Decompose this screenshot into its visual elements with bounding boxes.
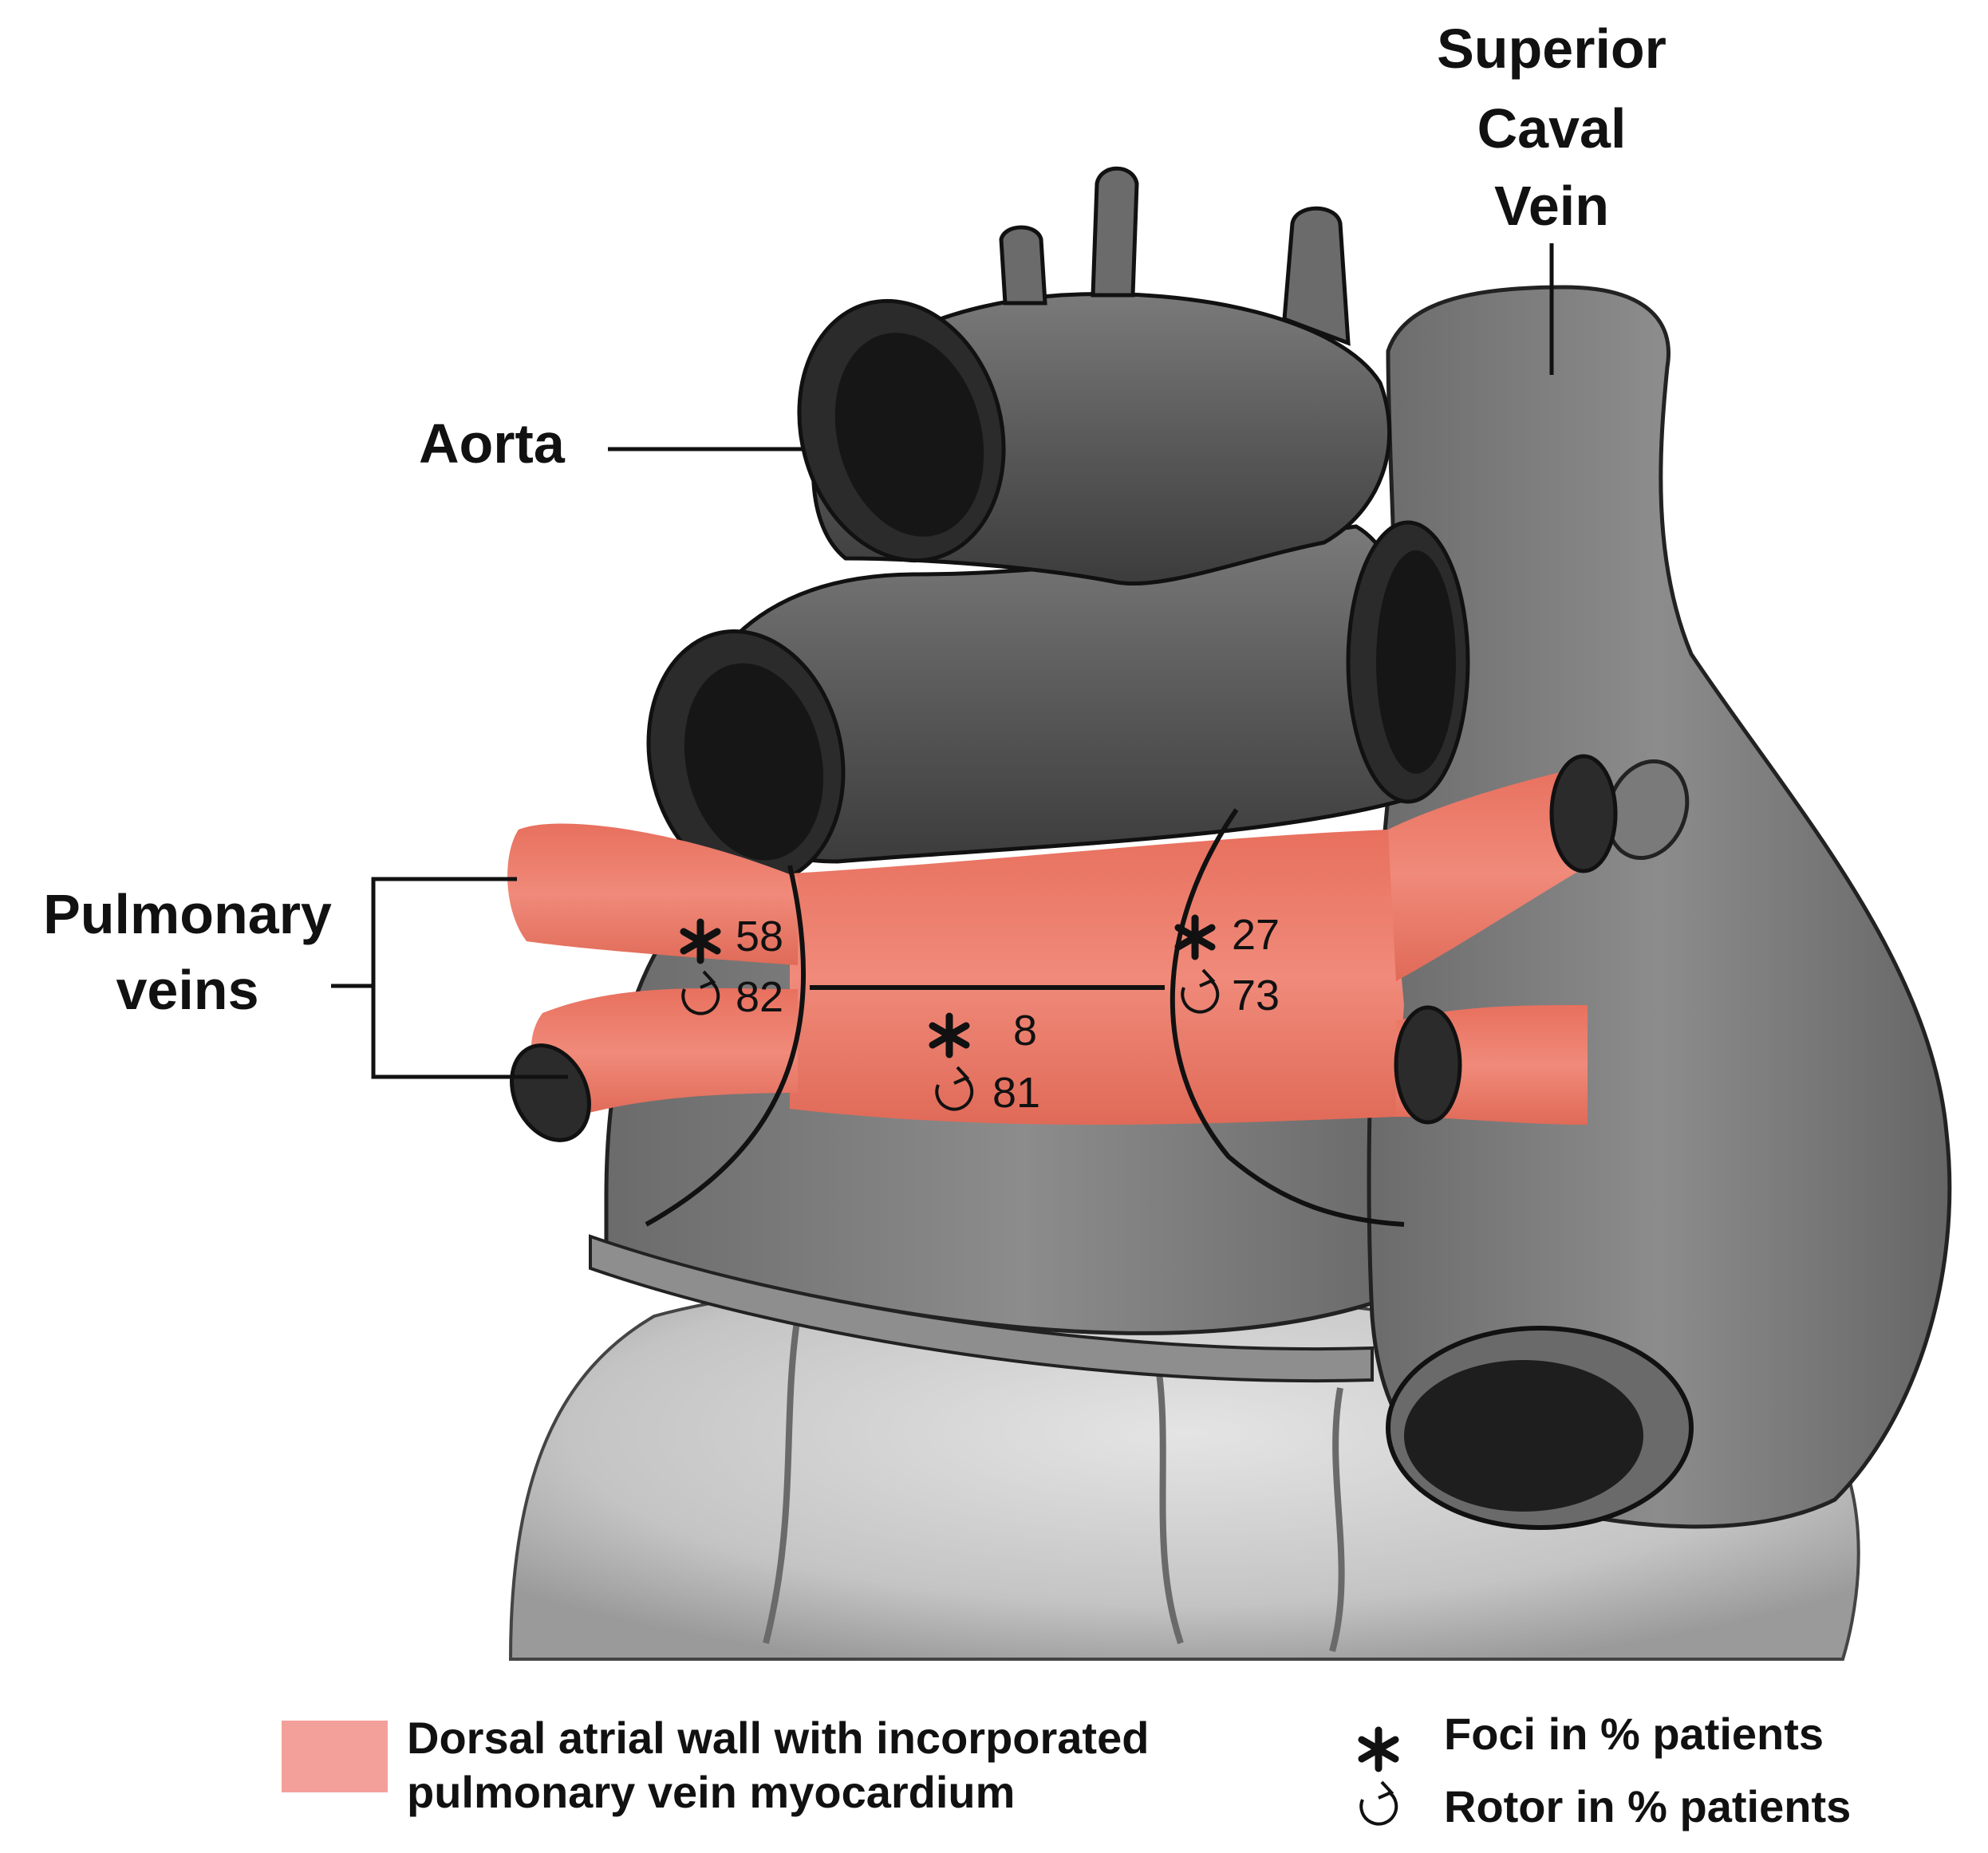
right-boundary-arc (1170, 808, 1405, 1227)
right-upper-foci-value: 27 (1232, 911, 1280, 959)
legend-dorsal-wall-line-1: Dorsal atrial wall with incorporated (407, 1713, 1149, 1763)
rotor-arrow-icon (1359, 1780, 1398, 1826)
pulmonary-vein-left-lower (531, 988, 798, 1117)
asterisk-icon (1174, 914, 1216, 960)
coronary-vessel (1154, 1355, 1184, 1645)
rotor-arrow-icon (681, 970, 720, 1015)
aorta-lumen (834, 333, 984, 537)
pulmonary-veins-bracket (331, 877, 568, 1079)
pulmonary-vein-right-upper (1388, 766, 1596, 981)
left-boundary-arc (645, 865, 806, 1227)
dorsal-atrial-wall-region (790, 830, 1404, 1125)
lower-middle-region-values: 8 81 (929, 1007, 1040, 1117)
inferior-caval-vein-lumen (1404, 1360, 1643, 1512)
asterisk-icon (1358, 1726, 1399, 1772)
coronary-vessel (1329, 1387, 1345, 1653)
svg-text:veins: veins (116, 959, 259, 1021)
pulmonary-vein-right-lower-opening (1394, 1005, 1462, 1125)
left-upper-rotor-value: 82 (736, 973, 783, 1021)
left-upper-region-values: 58 82 (680, 913, 783, 1021)
svg-text:Vein: Vein (1494, 175, 1609, 237)
asterisk-icon (929, 1012, 970, 1059)
pulmonary-veins-label: Pulmonary veins (43, 883, 332, 1021)
svg-text:Caval: Caval (1477, 97, 1627, 160)
coronary-vessel (763, 1315, 801, 1644)
svg-text:Pulmonary: Pulmonary (43, 883, 332, 945)
legend-rotor-label: Rotor in % patients (1444, 1781, 1851, 1831)
asterisk-icon (680, 918, 721, 964)
aorta-branch (999, 225, 1047, 306)
legend-dorsal-wall-swatch (282, 1721, 388, 1792)
pulmonary-artery-right-lumen (1376, 550, 1456, 774)
lower-middle-foci-value: 8 (1013, 1007, 1037, 1055)
legend-dorsal-wall-line-2: pulmonary vein myocardium (407, 1767, 1015, 1817)
pulmonary-vein-left-upper (507, 823, 798, 965)
pulmonary-vein-left-lower-opening (510, 1043, 591, 1142)
right-upper-rotor-value: 73 (1232, 972, 1280, 1019)
pulmonary-artery-left-lumen (684, 663, 824, 861)
rotor-arrow-icon (935, 1066, 974, 1111)
legend-foci-label: Foci in % patients (1444, 1709, 1824, 1759)
superior-caval-vein-label: Superior Caval Vein (1437, 18, 1667, 237)
rotor-arrow-icon (1181, 968, 1220, 1014)
svg-text:Superior: Superior (1437, 18, 1667, 80)
right-upper-region-values: 27 73 (1174, 911, 1280, 1019)
pulmonary-vein-right-upper-opening (1549, 754, 1618, 873)
aorta-branch (1091, 166, 1139, 298)
aorta-branch (1282, 206, 1351, 346)
lower-middle-rotor-value: 81 (992, 1069, 1040, 1117)
aorta-label: Aorta (419, 412, 566, 475)
left-upper-foci-value: 58 (736, 913, 783, 960)
coronary-sinus (589, 1234, 1374, 1383)
